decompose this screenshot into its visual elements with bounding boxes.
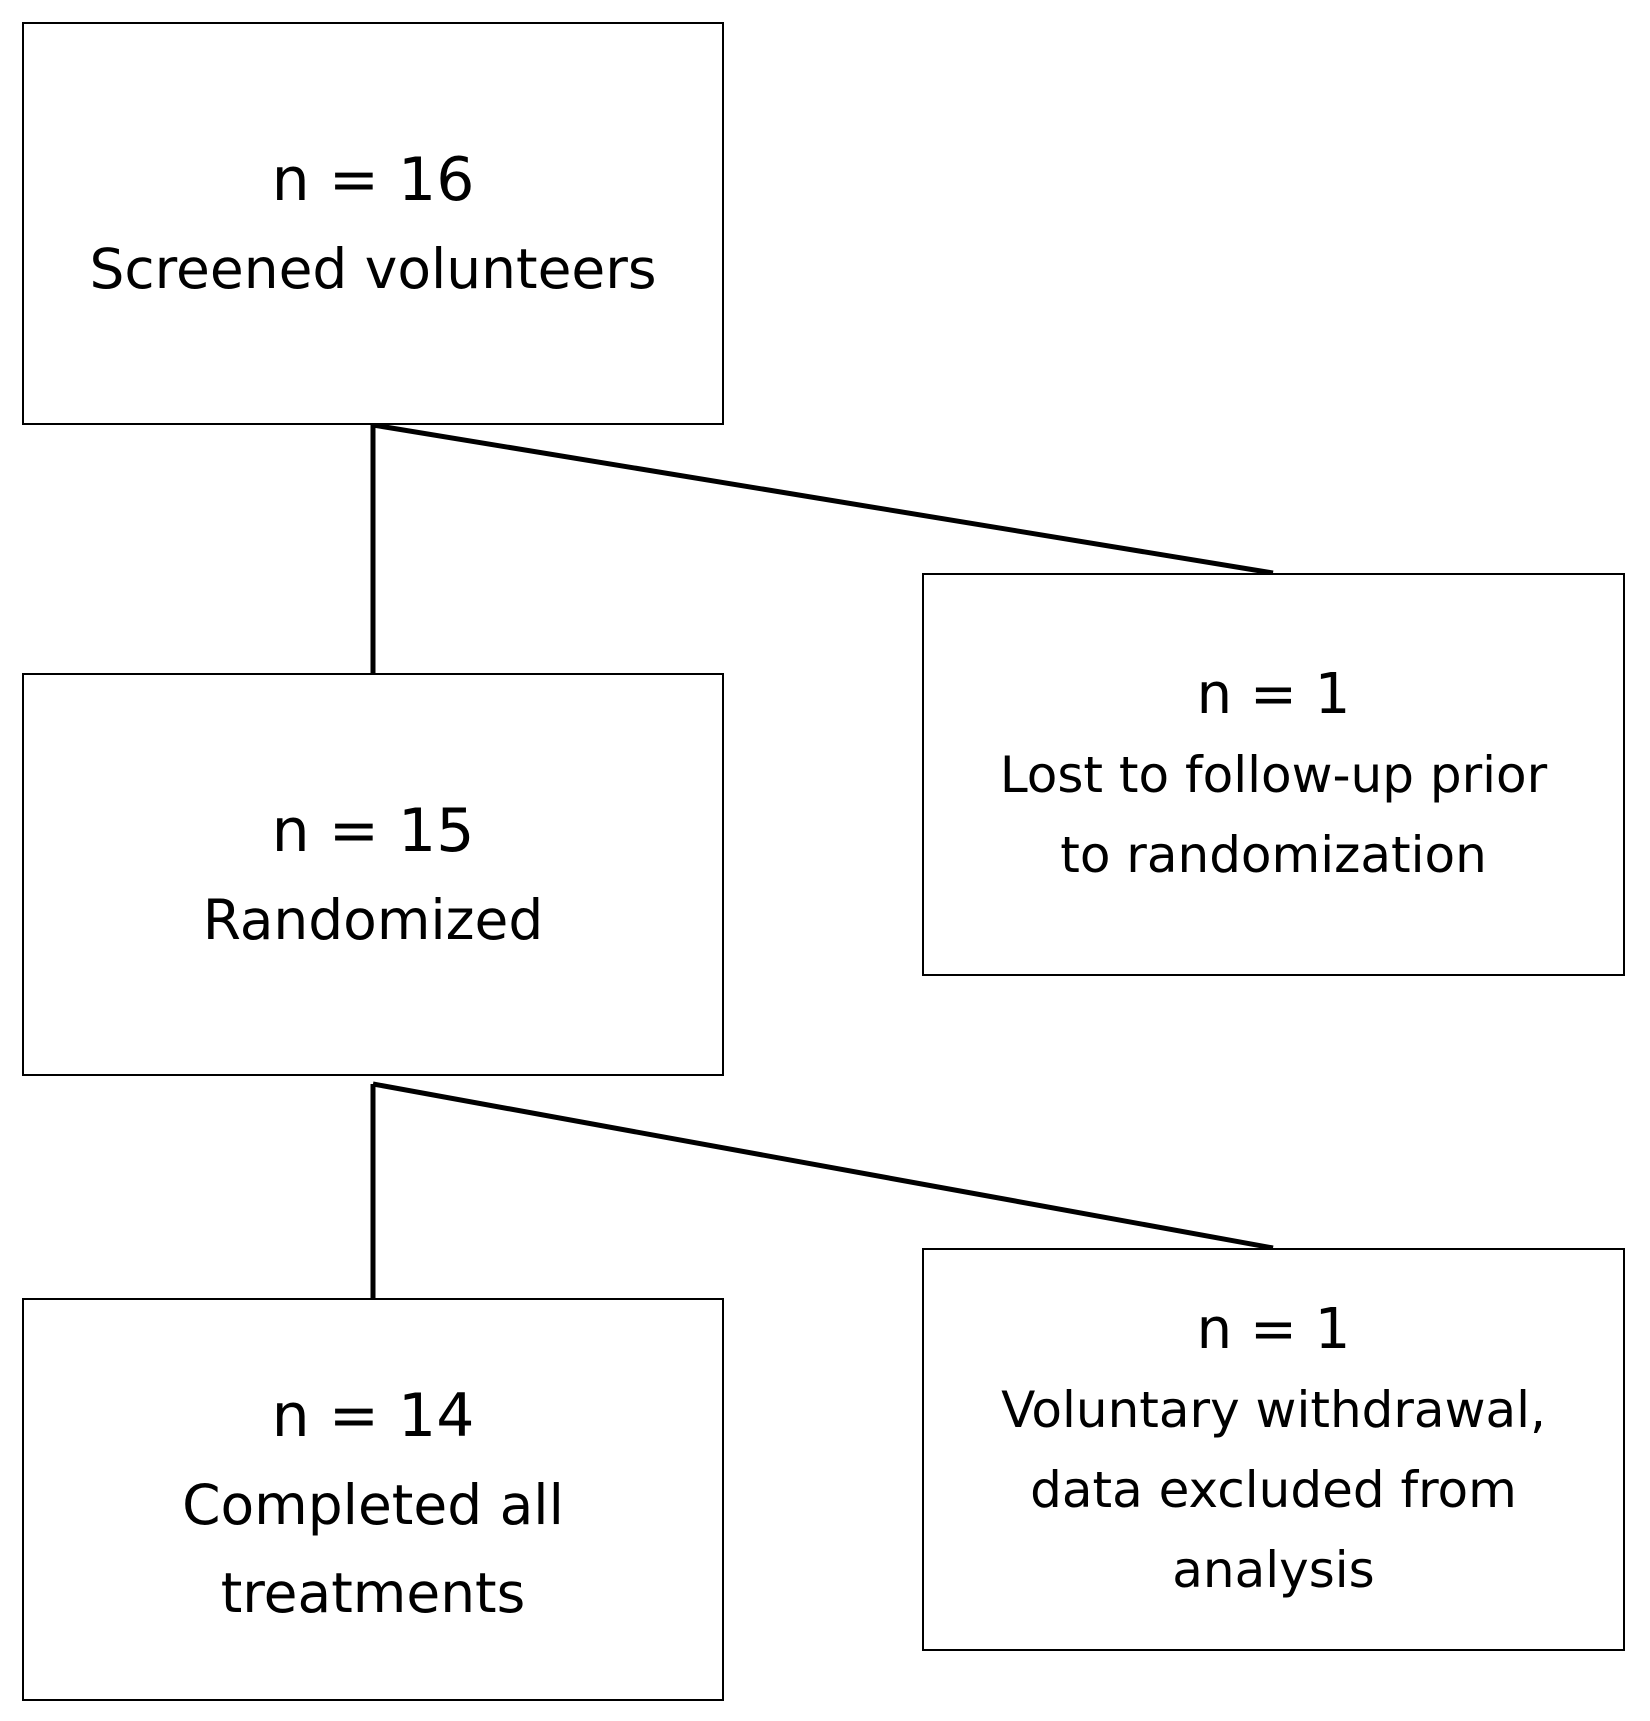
- box-lost-to-follow-up: n = 1 Lost to follow-up prior to randomi…: [922, 573, 1625, 976]
- lost-count: n = 1: [1196, 661, 1351, 727]
- randomized-label: Randomized: [202, 887, 544, 952]
- screened-count: n = 16: [271, 144, 475, 215]
- box-randomized: n = 15 Randomized: [22, 673, 724, 1076]
- connector-screened-to-lost: [372, 422, 1274, 576]
- withdrawn-count: n = 1: [1196, 1296, 1351, 1362]
- completed-count: n = 14: [271, 1380, 475, 1451]
- box-voluntary-withdrawal: n = 1 Voluntary withdrawal, data exclude…: [922, 1248, 1625, 1651]
- lost-label: Lost to follow-up prior to randomization: [999, 745, 1548, 884]
- completed-label: Completed all treatments: [182, 1472, 564, 1625]
- connector-randomized-to-withdrawn: [372, 1081, 1274, 1251]
- box-completed-all-treatments: n = 14 Completed all treatments: [22, 1298, 724, 1701]
- randomized-count: n = 15: [271, 795, 475, 866]
- withdrawn-label: Voluntary withdrawal, data excluded from…: [1001, 1380, 1546, 1599]
- screened-label: Screened volunteers: [89, 236, 657, 301]
- box-screened-volunteers: n = 16 Screened volunteers: [22, 22, 724, 425]
